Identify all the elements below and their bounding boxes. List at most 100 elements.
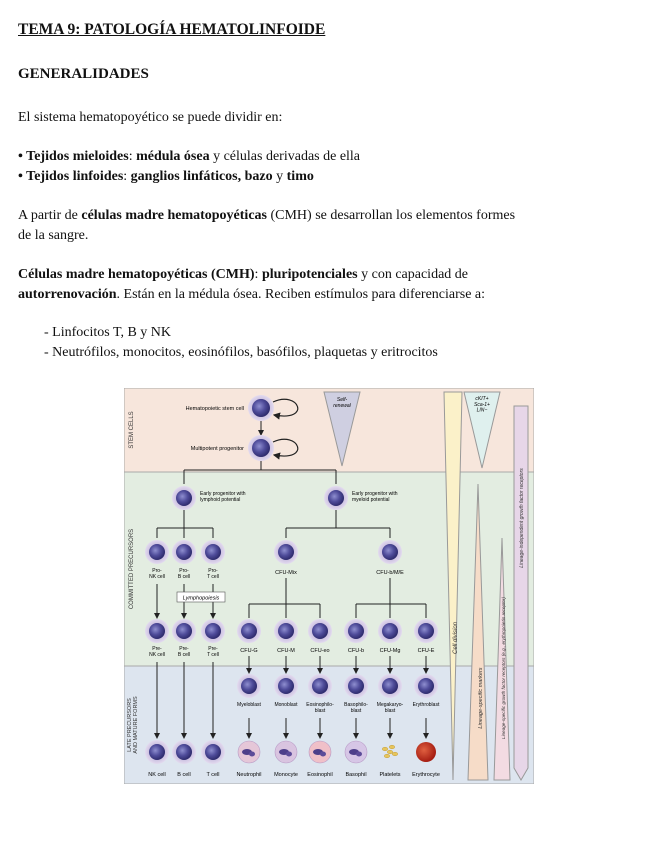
lymphoid-progenitor-cell <box>176 490 192 506</box>
pre-cell-0 <box>149 623 165 639</box>
pro-cell-label-0: Pro-NK cell <box>149 568 165 580</box>
self-renewal-text: Self-renewal <box>333 397 351 409</box>
pre-cell-1 <box>176 623 192 639</box>
pro-cell-1 <box>176 544 192 560</box>
bullet-lymphoid: • Tejidos linfoides: ganglios linfáticos… <box>18 167 314 187</box>
cfu-cell-4 <box>382 623 398 639</box>
mpp-split-lines <box>183 461 337 484</box>
cfu-mix-label: CFU-Mix <box>275 570 297 576</box>
p3-colon: : <box>254 267 262 282</box>
blast-label-2: Eosinophilo-blast <box>306 702 334 714</box>
mpp-self-renewal-arrow <box>272 438 299 460</box>
lymphopoiesis-box <box>176 591 226 603</box>
bullet-lymphoid-colon: : <box>123 169 131 184</box>
band-label-late-line1: LATE PRECURSORS <box>127 698 133 752</box>
blast-label-0: Myeloblast <box>237 702 262 708</box>
p3-text-f: . Están en la médula ósea. Reciben estím… <box>116 287 486 302</box>
paragraph-stem-line2: autorrenovación. Están en la médula ósea… <box>18 285 485 305</box>
mature-nucleus-lobe-3 <box>249 751 255 757</box>
mpp-label: Multipotent progenitor <box>191 446 244 452</box>
cfu-mix-cell <box>278 544 294 560</box>
blast-cell-2 <box>312 678 328 694</box>
pro-cell-0 <box>149 544 165 560</box>
platelet-4 <box>387 750 394 755</box>
list-item-lymphocytes: - Linfocitos T, B y NK <box>44 325 172 340</box>
mature-label-1: B cell <box>177 772 190 778</box>
marker-triangle <box>463 391 501 469</box>
mature-label-2: T cell <box>206 772 219 778</box>
cfu-cell-2 <box>312 623 328 639</box>
blast-label-4: Megakaryo-blast <box>377 702 404 714</box>
band-label-committed: COMMITTED PRECURSORS <box>129 529 135 609</box>
blast-label-3: Basophilo-blast <box>344 702 368 714</box>
band-label-late-line2: AND MATURE FORMS <box>133 696 139 754</box>
list-item-myeloid-cells: - Neutrófilos, monocitos, eosinófilos, b… <box>44 345 438 360</box>
cfu-label-0: CFU-G <box>240 648 257 654</box>
mature-label-8: Erythrocyte <box>412 772 440 778</box>
markers-label: cKIT+Sca-1+LIN− <box>474 396 490 414</box>
cfu-cell-1 <box>278 623 294 639</box>
cell-division-label: Cell division <box>453 621 459 654</box>
p2-bold: células madre hematopoyéticas <box>81 208 267 223</box>
mature-label-6: Basophil <box>345 772 366 778</box>
bullet-lymphoid-bold: ganglios linfáticos, bazo <box>130 169 273 184</box>
cfu-bme-cell <box>382 544 398 560</box>
platelet-1 <box>389 745 396 750</box>
paragraph-stem-line1: Células madre hematopoyéticas (CMH): plu… <box>18 265 468 285</box>
cfu-cell-3 <box>348 623 364 639</box>
pro-cell-2 <box>205 544 221 560</box>
mature-cell-1 <box>176 744 192 760</box>
lineage-markers-label: Lineage-specific markers <box>478 667 484 728</box>
blast-cell-4 <box>382 678 398 694</box>
paragraph-cmh-line1: A partir de células madre hematopoyética… <box>18 206 515 226</box>
mpp-cell <box>252 439 270 457</box>
platelet-3 <box>384 754 391 759</box>
blast-cell-3 <box>348 678 364 694</box>
cfu-bme-label: CFU-b/M/E <box>376 570 404 576</box>
bullet-myeloid-rest: y células derivadas de ella <box>209 149 361 164</box>
pre-cell-2 <box>205 623 221 639</box>
cfu-bme-split <box>355 578 427 618</box>
lineage-receptor-label: Lineage-specific growth factor receptors… <box>501 597 506 739</box>
pre-cell-label-1: Pre-B cell <box>178 646 190 658</box>
lineage-receptor-wedge <box>493 537 511 781</box>
hsc-cell <box>252 399 270 417</box>
mature-nucleus-lobe-4 <box>286 751 292 757</box>
mature-label-5: Eosinophil <box>307 772 332 778</box>
cfu-label-3: CFU-b <box>348 648 364 654</box>
section-heading: GENERALIDADES <box>18 66 149 82</box>
cfu-mix-split <box>248 578 321 618</box>
cell-division-wedge <box>443 391 463 781</box>
blast-cell-5 <box>418 678 434 694</box>
p3-bold-c: pluripotenciales <box>261 267 358 282</box>
markers-text: cKIT+Sca-1+LIN− <box>474 396 490 414</box>
paragraph-cmh-line2: de la sangre. <box>18 228 89 243</box>
mature-cell-2 <box>205 744 221 760</box>
mature-cell-8 <box>416 742 436 762</box>
self-renewal-triangle <box>323 391 361 467</box>
cfu-label-1: CFU-M <box>277 648 295 654</box>
mature-label-3: Neutrophil <box>236 772 261 778</box>
p2-text-c: (CMH) se desarrollan los elementos forme… <box>266 208 516 223</box>
myeloid-progenitor-cell <box>328 490 344 506</box>
bullet-lymphoid-term: • Tejidos linfoides <box>18 169 124 184</box>
bullet-myeloid: • Tejidos mieloides: médula ósea y célul… <box>18 147 360 167</box>
bullet-myeloid-bold: médula ósea <box>136 149 210 164</box>
pro-cell-label-1: Pro-B cell <box>178 568 190 580</box>
independent-receptor-label: Lineage-independent growth factor recept… <box>519 468 525 568</box>
blast-cell-0 <box>241 678 257 694</box>
blast-label-5: Erythroblast <box>413 702 440 708</box>
independent-receptor-wedge <box>513 405 529 781</box>
platelet-2 <box>392 752 399 757</box>
hsc-self-renewal-arrow <box>272 398 299 420</box>
document-title: TEMA 9: PATOLOGÍA HEMATOLINFOIDE <box>18 21 326 38</box>
hematopoiesis-diagram: STEM CELLS COMMITTED PRECURSORS LATE PRE… <box>123 387 535 785</box>
bullet-myeloid-colon: : <box>128 149 137 164</box>
